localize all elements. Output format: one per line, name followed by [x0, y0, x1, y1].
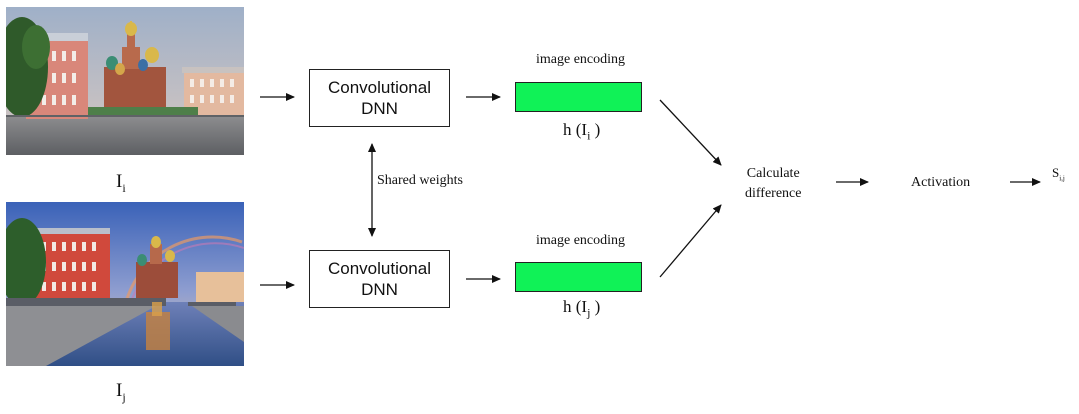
- encoding-vector-top: [515, 82, 642, 112]
- encoding-vector-bottom: [515, 262, 642, 292]
- convolutional-dnn-bottom: Convolutional DNN: [309, 250, 450, 308]
- cathedral-canal-rainbow-photo: [6, 202, 244, 366]
- activation-node: Activation: [911, 175, 971, 190]
- calculate-line1: Calculate: [746, 166, 800, 181]
- input-label-j: Ij: [116, 380, 126, 404]
- convolutional-dnn-top: Convolutional DNN: [309, 69, 450, 127]
- cathedral-daytime-photo: [6, 7, 244, 155]
- calculate-line2: difference: [745, 186, 802, 201]
- h-label-j: h (Ij ): [563, 297, 601, 320]
- h-label-i: h (Ii ): [563, 120, 601, 143]
- dnn-bottom-line1: Convolutional: [327, 259, 431, 278]
- shared-weights-label: Shared weights: [377, 173, 463, 188]
- output-similarity-label: Si,j: [1052, 165, 1065, 183]
- encoding-label-bottom: image encoding: [536, 233, 626, 248]
- arrow-encoding-bottom-to-difference: [659, 204, 722, 278]
- encoding-label-top: image encoding: [536, 52, 626, 67]
- dnn-bottom-line2: DNN: [361, 280, 398, 299]
- dnn-top-line2: DNN: [361, 99, 398, 118]
- calculate-difference-node: Calculate difference: [745, 164, 801, 204]
- input-label-i: Ii: [116, 171, 126, 195]
- dnn-top-line1: Convolutional: [327, 78, 431, 97]
- arrow-encoding-top-to-difference: [659, 99, 722, 166]
